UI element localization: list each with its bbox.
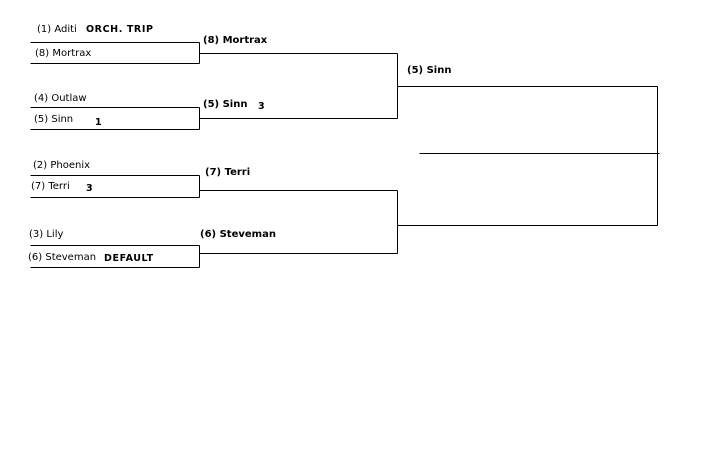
seed-terri: (7) Terri bbox=[31, 181, 70, 192]
r2-winner-mortrax: (8) Mortrax bbox=[203, 35, 268, 46]
note-sinn: 1 bbox=[95, 117, 103, 128]
seed-aditi: (1) Aditi bbox=[37, 24, 77, 35]
seed-lily: (3) Lily bbox=[29, 229, 64, 240]
r2-winner-terri: (7) Terri bbox=[205, 167, 251, 178]
r2-score-sinn: 3 bbox=[258, 101, 266, 112]
note-terri: 3 bbox=[86, 183, 94, 194]
note-aditi: ORCH. TRIP bbox=[86, 24, 154, 35]
seed-outlaw: (4) Outlaw bbox=[34, 93, 87, 104]
seed-steveman: (6) Steveman bbox=[28, 252, 97, 263]
seed-phoenix: (2) Phoenix bbox=[33, 160, 91, 171]
r2-winner-sinn: (5) Sinn bbox=[203, 99, 248, 110]
note-steveman: DEFAULT bbox=[104, 253, 154, 264]
r3-winner-sinn: (5) Sinn bbox=[407, 65, 452, 76]
seed-sinn: (5) Sinn bbox=[34, 114, 74, 125]
r2-winner-steveman: (6) Steveman bbox=[200, 229, 276, 240]
seed-mortrax: (8) Mortrax bbox=[35, 48, 92, 59]
